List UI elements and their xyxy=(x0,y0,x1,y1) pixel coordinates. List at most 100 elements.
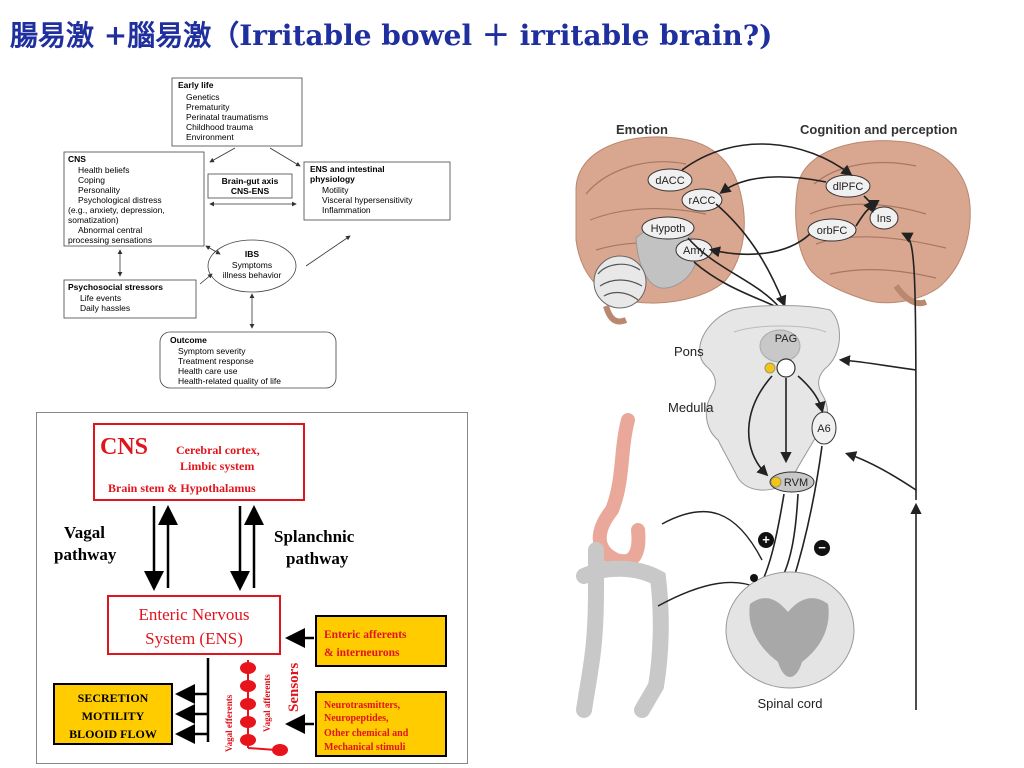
neuro-label: Other chemical and xyxy=(324,728,409,739)
region-dacc: dACC xyxy=(647,168,693,192)
medulla-label: Medulla xyxy=(668,400,714,415)
region-orbfc: orbFC xyxy=(807,218,857,242)
vagal-label: pathway xyxy=(54,545,117,564)
region-hypoth: Hypoth xyxy=(641,216,695,240)
cns-red-box: CNS Cerebral cortex, Limbic system Brain… xyxy=(93,423,305,501)
brain-circuit-diagram: Emotion Cognition and perception dACC rA… xyxy=(575,122,971,718)
cns-item: Health beliefs xyxy=(78,165,130,175)
neurotransmitters-box: Neurotrasmitters, Neuropeptides, Other c… xyxy=(315,691,447,757)
psychosocial-item: Life events xyxy=(80,293,121,303)
early-life-item: Environment xyxy=(186,132,234,142)
cns-item: somatization) xyxy=(68,215,119,225)
outcome-item: Health care use xyxy=(178,366,238,376)
spinal-cord xyxy=(725,571,855,689)
ibs-heading: IBS xyxy=(245,249,260,259)
hypoth-label: Hypoth xyxy=(651,223,686,235)
a6-label: A6 xyxy=(817,423,830,435)
sensors-label: Sensors xyxy=(286,663,302,712)
cns-item: Abnormal central xyxy=(78,225,142,235)
vagal-afferents-label: Vagal afferents xyxy=(262,674,272,732)
secretion-box: SECRETION MOTILITY BLOOID FLOW xyxy=(53,683,173,745)
cns-item: Coping xyxy=(78,175,105,185)
outcome-heading: Outcome xyxy=(170,335,207,345)
cognition-label: Cognition and perception xyxy=(800,122,957,137)
region-amy: Amy xyxy=(675,238,713,262)
enteric-afferents-box: Enteric afferents & interneurons xyxy=(315,615,447,667)
brain-gut-axis-sub: CNS-ENS xyxy=(231,186,270,196)
ins-label: Ins xyxy=(877,213,892,225)
region-racc: rACC xyxy=(681,188,723,212)
enteric-afferents-label: & interneurons xyxy=(324,647,400,659)
pons-label: Pons xyxy=(674,344,704,359)
ibs-line: Symptoms xyxy=(232,260,272,270)
secretion-label: SECRETION xyxy=(78,691,149,705)
cns-sub: Cerebral cortex, xyxy=(176,443,260,457)
pathway-arrows xyxy=(144,505,264,591)
pag-label: PAG xyxy=(775,333,797,345)
ens-heading: physiology xyxy=(310,174,355,184)
brain-interconnections xyxy=(681,143,880,311)
ibs-line: illness behavior xyxy=(223,270,282,280)
outcome-item: Treatment response xyxy=(178,356,254,366)
splanchnic-label: Splanchnic xyxy=(274,527,355,546)
early-life-heading: Early life xyxy=(178,80,214,90)
ens-title: Enteric Nervous xyxy=(139,605,250,624)
ens-item: Motility xyxy=(322,185,349,195)
cns-heading: CNS xyxy=(68,154,86,164)
motility-label: MOTILITY xyxy=(82,709,145,723)
ibs-ellipse: IBS Symptoms illness behavior xyxy=(207,239,297,293)
splanchnic-label: pathway xyxy=(286,549,349,568)
orbfc-label: orbFC xyxy=(817,225,848,237)
brain-gut-axis-box: Brain-gut axis CNS-ENS xyxy=(207,173,293,199)
psychosocial-heading: Psychosocial stressors xyxy=(68,282,163,292)
ascending-pathways xyxy=(838,232,922,710)
plus-sign: + xyxy=(762,532,770,547)
region-ins: Ins xyxy=(869,206,899,230)
minus-sign: − xyxy=(818,540,826,555)
early-life-box: Early life Genetics Prematurity Perinata… xyxy=(171,77,303,147)
facilitation-indicator: + xyxy=(758,532,774,548)
ibs-arrows xyxy=(117,147,351,329)
cns-item: Personality xyxy=(78,185,121,195)
region-rvm: RVM xyxy=(769,471,815,493)
region-a6: A6 xyxy=(811,411,837,445)
early-life-item: Perinatal traumatisms xyxy=(186,112,268,122)
dacc-label: dACC xyxy=(655,175,684,187)
gut-illustration xyxy=(576,413,669,718)
spinal-cord-label: Spinal cord xyxy=(757,696,822,711)
neuro-label: Neuropeptides, xyxy=(324,713,389,724)
cns-ens-pathway-diagram: CNS Cerebral cortex, Limbic system Brain… xyxy=(36,412,468,764)
psychosocial-item: Daily hassles xyxy=(80,303,130,313)
early-life-item: Prematurity xyxy=(186,102,230,112)
ens-title: System (ENS) xyxy=(145,629,243,648)
enteric-afferents-label: Enteric afferents xyxy=(324,629,407,641)
vagal-label: Vagal xyxy=(64,523,105,542)
ibs-model-diagram: Early life Genetics Prematurity Perinata… xyxy=(63,77,451,389)
psychosocial-stressors-box: Psychosocial stressors Life events Daily… xyxy=(63,279,197,319)
blood-flow-label: BLOOID FLOW xyxy=(69,727,157,741)
brain-gut-axis-label: Brain-gut axis xyxy=(222,176,279,186)
neuro-label: Neurotrasmitters, xyxy=(324,700,401,711)
slide-title: 腸易激 +腦易激（Irritable bowel ＋ irritable bra… xyxy=(10,19,773,52)
dlpfc-label: dlPFC xyxy=(833,181,864,193)
racc-label: rACC xyxy=(689,195,716,207)
brainstem xyxy=(699,305,840,491)
neuro-label: Mechanical stimuli xyxy=(324,742,406,753)
vagal-efferents-label: Vagal efferents xyxy=(224,694,234,752)
outcome-item: Health-related quality of life xyxy=(178,376,281,386)
efferent-branches xyxy=(175,658,210,744)
early-life-item: Genetics xyxy=(186,92,220,102)
ens-heading: ENS and intestinal xyxy=(310,164,385,174)
cns-item: Psychological distress xyxy=(78,195,162,205)
inhibition-indicator: − xyxy=(814,540,830,556)
amy-label: Amy xyxy=(683,245,706,257)
cns-sub: Limbic system xyxy=(180,459,254,473)
cns-item: (e.g., anxiety, depression, xyxy=(68,205,165,215)
ens-item: Visceral hypersensitivity xyxy=(322,195,413,205)
outcome-box: Outcome Symptom severity Treatment respo… xyxy=(159,331,337,389)
rvm-label: RVM xyxy=(784,477,808,489)
emotion-label: Emotion xyxy=(616,122,668,137)
cns-sub: Brain stem & Hypothalamus xyxy=(108,481,256,495)
ens-red-box: Enteric Nervous System (ENS) xyxy=(107,595,281,655)
region-dlpfc: dlPFC xyxy=(825,174,871,198)
